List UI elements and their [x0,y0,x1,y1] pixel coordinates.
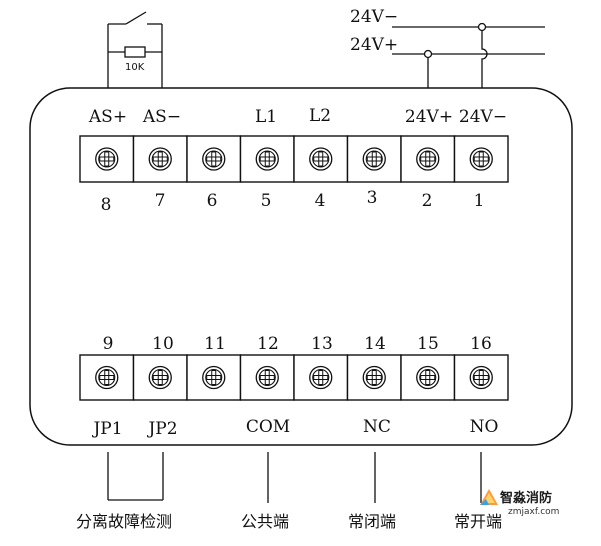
terminal-number-15: 15 [417,334,439,354]
terminal-number-7: 7 [155,191,166,211]
label-24v-plus: 24V+ [405,107,453,127]
switch-resistor-loop: 10K [107,11,163,88]
top-terminal-numbers: 8 7 6 5 4 3 2 1 [101,188,485,215]
screw-icon [362,147,386,171]
terminal-number-2: 2 [422,191,433,211]
terminal-number-1: 1 [474,191,485,211]
terminal-9 [79,354,135,401]
power-negative-label: 24V− [350,7,398,27]
terminal-number-16: 16 [470,334,492,354]
resistor-label: 10K [125,62,145,73]
terminal-number-13: 13 [311,334,333,354]
screw-icon [255,147,279,171]
screw-icon [148,365,172,390]
terminal-4 [293,135,349,183]
label-nc: NC [363,417,391,437]
terminal-cell [346,354,402,401]
power-lines: 24V− 24V+ [350,7,545,88]
terminal-number-3: 3 [367,188,378,208]
label-as-plus: AS+ [88,107,127,127]
power-positive-label: 24V+ [350,35,398,55]
terminal-5 [239,135,295,183]
screw-icon [309,365,333,390]
label-as-minus: AS− [142,107,181,127]
terminal-8 [79,135,135,183]
screw-icon [416,365,440,390]
terminal-number-11: 11 [204,334,226,354]
screw-icon [202,365,226,390]
terminal-13 [293,354,349,401]
terminal-number-12: 12 [257,334,279,354]
caption-isolation-fault-detection: 分离故障检测 [76,512,172,531]
terminal-3 [346,135,402,183]
module-body [29,87,573,446]
screw-icon [255,365,279,390]
bottom-terminal-strip [79,354,509,401]
terminal-6 [186,135,242,183]
watermark-url: zmjaxf.com [508,507,559,517]
screw-icon [309,147,333,171]
terminal-15 [400,354,456,401]
output-wiring [107,452,482,503]
screw-icon [95,147,119,171]
label-no: NO [470,417,499,437]
terminal-number-14: 14 [364,334,386,354]
terminal-1 [453,135,509,183]
terminal-10 [132,354,188,401]
terminal-number-10: 10 [152,334,174,354]
terminal-11 [186,354,242,401]
label-24v-minus: 24V− [459,107,507,127]
output-captions: 分离故障检测 公共端 常闭端 常开端 [76,512,502,531]
junction-dot-negative [477,22,487,32]
top-terminal-strip [79,135,509,183]
bottom-terminal-numbers: 9 10 11 12 13 14 15 16 [103,334,492,354]
junction-dot-positive [423,49,433,59]
label-jp1: JP1 [91,419,122,439]
label-jp2: JP2 [146,419,177,439]
label-com: COM [246,417,290,437]
screw-icon [469,147,493,171]
resistor [124,46,146,58]
terminal-number-8: 8 [101,195,112,215]
screw-icon [469,365,493,390]
switch-blade [125,11,147,25]
terminal-12 [239,354,295,401]
screw-icon [416,147,440,171]
terminal-number-5: 5 [261,191,272,211]
bottom-terminal-labels: JP1 JP2 COM NC NO [91,417,498,439]
terminal-16 [453,354,509,401]
screw-icon [95,365,119,390]
caption-common: 公共端 [241,512,289,531]
watermark-logo-icon [480,489,498,505]
screw-icon [362,365,386,390]
screw-icon [202,147,226,171]
label-l1: L1 [255,107,277,127]
label-l2: L2 [309,106,331,126]
terminal-7 [132,135,188,183]
terminal-number-9: 9 [103,334,114,354]
screw-icon [148,147,172,171]
caption-normally-closed: 常闭端 [348,512,396,531]
watermark: 智淼消防 zmjaxf.com [480,489,559,517]
top-terminal-labels: AS+ AS− L1 L2 24V+ 24V− [88,106,507,127]
terminal-number-6: 6 [207,191,218,211]
terminal-14 [346,354,402,401]
watermark-name: 智淼消防 [500,490,552,506]
caption-normally-open: 常开端 [454,512,502,531]
terminal-2 [400,135,456,183]
terminal-number-4: 4 [315,191,326,211]
negative-drop-wire [481,30,488,88]
